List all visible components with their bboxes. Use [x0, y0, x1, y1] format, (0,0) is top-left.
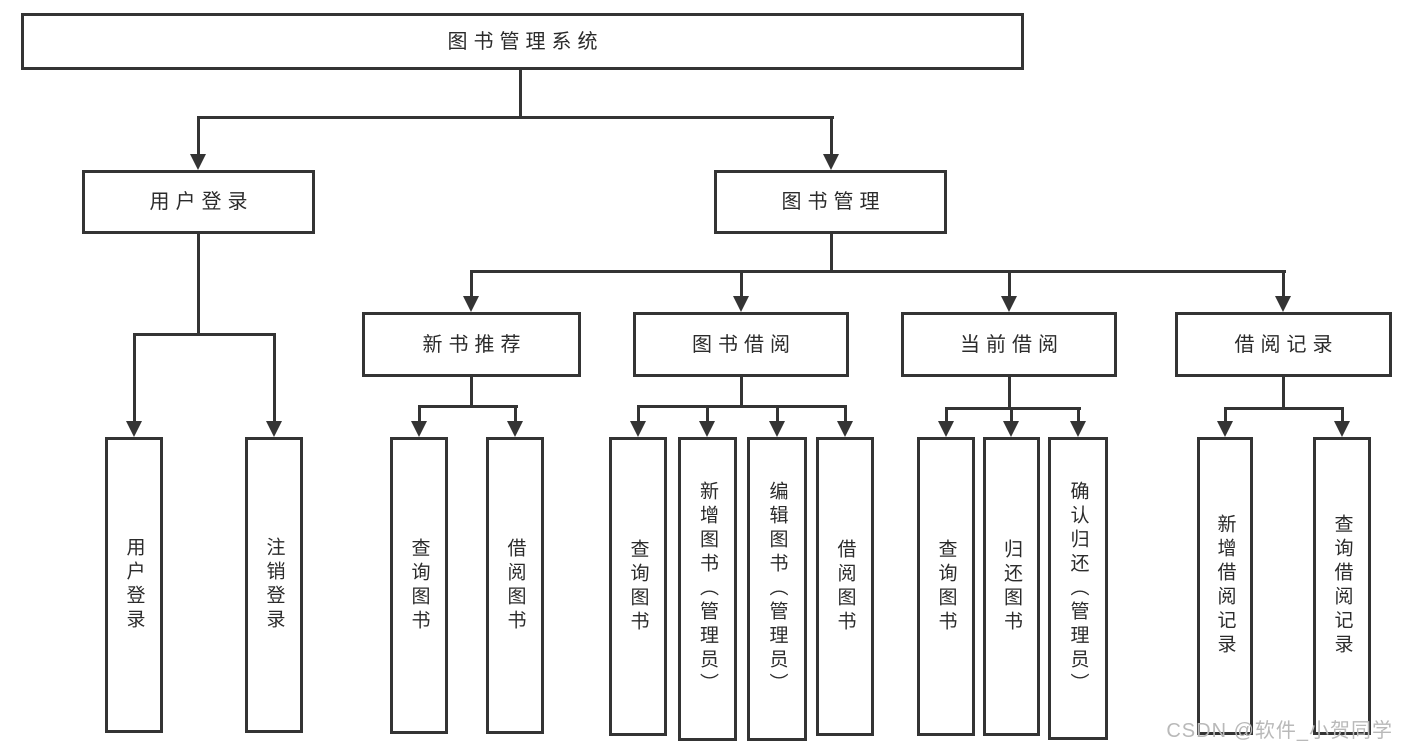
csdn-watermark: CSDN @软件_小贺同学	[1166, 720, 1393, 742]
arrow-down-icon	[1275, 296, 1291, 312]
connector-line	[1224, 407, 1344, 410]
connector-line	[470, 270, 1286, 273]
arrow-down-icon	[126, 421, 142, 437]
arrow-down-icon	[769, 421, 785, 437]
arrow-down-icon	[463, 296, 479, 312]
leaf-borrow-books-1: 借阅图书	[486, 437, 544, 734]
connector-line	[1010, 407, 1013, 424]
connector-line	[197, 116, 834, 119]
leaf-borrow-books-2: 借阅图书	[816, 437, 874, 736]
node-book-borrow: 图书借阅	[633, 312, 849, 377]
arrow-down-icon	[699, 421, 715, 437]
connector-line	[844, 405, 847, 424]
connector-line	[197, 116, 200, 157]
connector-line	[197, 234, 200, 336]
connector-line	[133, 333, 136, 423]
arrow-down-icon	[1070, 421, 1086, 437]
arrow-down-icon	[1001, 296, 1017, 312]
connector-line	[470, 270, 473, 298]
leaf-add-books-admin: 新增图书（管理员）	[678, 437, 737, 741]
connector-line	[1282, 377, 1285, 410]
leaf-user-login: 用户登录	[105, 437, 163, 733]
arrow-down-icon	[1217, 421, 1233, 437]
arrow-down-icon	[507, 421, 523, 437]
connector-line	[133, 333, 275, 336]
arrow-down-icon	[266, 421, 282, 437]
connector-line	[519, 70, 522, 118]
connector-line	[830, 116, 833, 157]
leaf-logout: 注销登录	[245, 437, 303, 733]
node-user-login: 用户登录	[82, 170, 315, 234]
connector-line	[740, 377, 743, 408]
arrow-down-icon	[630, 421, 646, 437]
connector-line	[418, 405, 518, 408]
connector-line	[1008, 270, 1011, 298]
leaf-query-borrow-record: 查询借阅记录	[1313, 437, 1371, 735]
arrow-down-icon	[938, 421, 954, 437]
connector-line	[945, 407, 1081, 410]
leaf-edit-books-admin: 编辑图书（管理员）	[747, 437, 807, 741]
arrow-down-icon	[733, 296, 749, 312]
leaf-return-books: 归还图书	[983, 437, 1040, 736]
arrow-down-icon	[823, 154, 839, 170]
connector-line	[1224, 407, 1227, 424]
arrow-down-icon	[837, 421, 853, 437]
connector-line	[1077, 407, 1080, 424]
connector-line	[706, 405, 709, 424]
leaf-query-books-3: 查询图书	[917, 437, 975, 736]
connector-line	[418, 405, 421, 424]
connector-line	[740, 270, 743, 298]
connector-line	[776, 405, 779, 424]
connector-line	[514, 405, 517, 424]
arrow-down-icon	[1334, 421, 1350, 437]
connector-line	[945, 407, 948, 424]
connector-line	[1341, 407, 1344, 424]
node-borrow-records: 借阅记录	[1175, 312, 1392, 377]
leaf-query-books-2: 查询图书	[609, 437, 667, 736]
connector-line	[1282, 270, 1285, 298]
connector-line	[470, 377, 473, 408]
connector-line	[1008, 377, 1011, 410]
arrow-down-icon	[411, 421, 427, 437]
node-root: 图书管理系统	[21, 13, 1024, 70]
leaf-query-books-1: 查询图书	[390, 437, 448, 734]
connector-line	[830, 234, 833, 273]
node-current-borrow: 当前借阅	[901, 312, 1117, 377]
connector-line	[273, 333, 276, 423]
connector-line	[637, 405, 640, 424]
node-book-management: 图书管理	[714, 170, 947, 234]
node-new-book-recommend: 新书推荐	[362, 312, 581, 377]
connector-line	[637, 405, 847, 408]
leaf-confirm-return-admin: 确认归还（管理员）	[1048, 437, 1108, 740]
arrow-down-icon	[1003, 421, 1019, 437]
arrow-down-icon	[190, 154, 206, 170]
leaf-add-borrow-record: 新增借阅记录	[1197, 437, 1253, 735]
